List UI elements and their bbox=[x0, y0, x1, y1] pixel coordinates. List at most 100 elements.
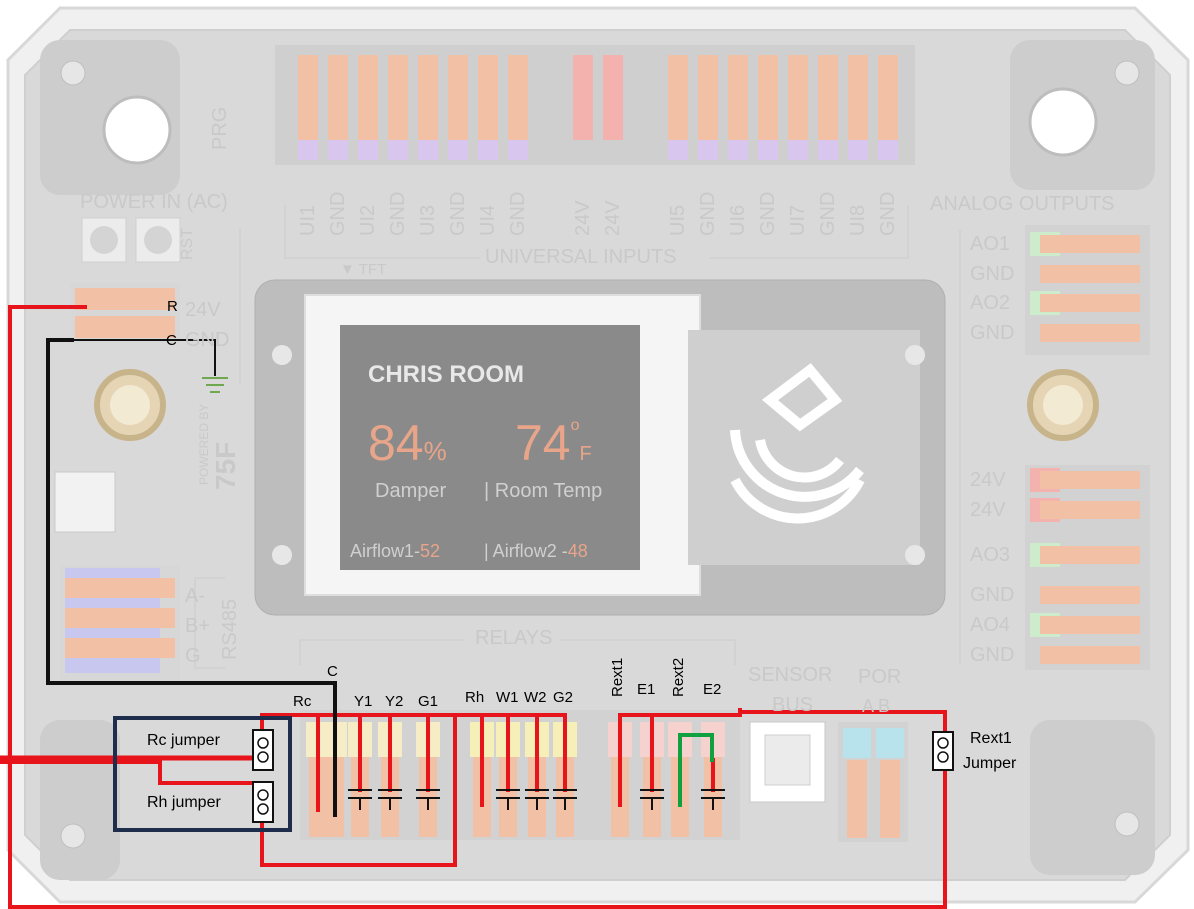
rext1-label: Rext1 bbox=[609, 657, 626, 697]
header-pin-label: GND bbox=[757, 191, 779, 236]
ao-pin bbox=[1040, 294, 1140, 312]
ao-pin bbox=[1040, 586, 1140, 604]
rc-jumper-header bbox=[252, 729, 274, 771]
sensor-bus-label-2: BUS bbox=[772, 694, 814, 716]
header-pin bbox=[758, 55, 778, 140]
ao-pin-label: AO4 bbox=[970, 614, 1011, 636]
damper-value: 84% bbox=[368, 415, 447, 471]
w2-label: W2 bbox=[524, 689, 547, 706]
ao-pin-label: AO2 bbox=[970, 292, 1011, 314]
w1-label: W1 bbox=[496, 689, 519, 706]
rh-label: Rh bbox=[465, 689, 485, 706]
por-ab-label: A B bbox=[862, 696, 891, 716]
header-pin bbox=[508, 55, 528, 140]
header-pin-label: UI7 bbox=[787, 204, 809, 236]
tft-label: ▼ TFT bbox=[340, 261, 387, 278]
ao-pin bbox=[1040, 324, 1140, 342]
power-pin-24v: 24V bbox=[185, 299, 221, 321]
ao-pin bbox=[1040, 265, 1140, 283]
ao-pin-label: AO1 bbox=[970, 233, 1011, 255]
sensor-bus-label-1: SENSOR bbox=[748, 664, 833, 686]
header-pin-label: 24V bbox=[572, 200, 594, 236]
room-temp-label: | Room Temp bbox=[484, 480, 603, 502]
analog-outputs-label: ANALOG OUTPUTS bbox=[930, 193, 1115, 215]
g2-label: G2 bbox=[553, 689, 574, 706]
rc-jumper-label: Rc jumper bbox=[147, 732, 220, 749]
header-pin-label: GND bbox=[817, 191, 839, 236]
rext2-label: Rext2 bbox=[670, 657, 687, 697]
header-pin bbox=[728, 55, 748, 140]
header-pin bbox=[668, 55, 688, 140]
rs485-label: RS485 bbox=[219, 598, 241, 660]
header-pin-label: GND bbox=[877, 191, 899, 236]
header-pin bbox=[478, 55, 498, 140]
header-pin bbox=[388, 55, 408, 140]
header-pin bbox=[698, 55, 718, 140]
power-pin-gnd: GND bbox=[185, 329, 230, 351]
airflow2-label: | Airflow2 -48 bbox=[484, 541, 588, 561]
header-pin-label: UI2 bbox=[357, 204, 379, 236]
ao-pin-label: GND bbox=[970, 644, 1015, 666]
ao-pin-label: 24V bbox=[970, 469, 1006, 491]
header-pin-label: UI5 bbox=[667, 204, 689, 236]
y1-label: Y1 bbox=[354, 693, 373, 710]
c-label: C bbox=[166, 332, 177, 349]
e2-label: E2 bbox=[703, 681, 722, 698]
header-pin bbox=[848, 55, 868, 140]
g1-label: G1 bbox=[418, 693, 439, 710]
ao-pin-label: GND bbox=[970, 322, 1015, 344]
header-pin-label: GND bbox=[697, 191, 719, 236]
header-pin-label: UI3 bbox=[417, 204, 439, 236]
header-pin bbox=[358, 55, 378, 140]
header-pin bbox=[328, 55, 348, 140]
prg-label: PRG bbox=[209, 106, 231, 150]
damper-label: Damper bbox=[375, 480, 447, 502]
rext1-jumper-label: Rext1 bbox=[970, 730, 1012, 747]
ao-pin-label: 24V bbox=[970, 499, 1006, 521]
ao-pin bbox=[1040, 546, 1140, 564]
rh-jumper-header bbox=[252, 781, 274, 823]
header-pin-label: GND bbox=[447, 191, 469, 236]
por-label: POR bbox=[858, 666, 902, 688]
c-relay-label: C bbox=[327, 663, 338, 680]
header-pin-label: UI6 bbox=[727, 204, 749, 236]
header-pin-label: GND bbox=[327, 191, 349, 236]
power-in-label: POWER IN (AC) bbox=[80, 191, 228, 213]
mount-hole bbox=[1028, 87, 1098, 157]
relays-label: RELAYS bbox=[475, 627, 553, 649]
header-pin bbox=[298, 55, 318, 140]
ao-pin bbox=[1040, 235, 1140, 253]
e1-label: E1 bbox=[637, 681, 656, 698]
screen-room-name: CHRIS ROOM bbox=[368, 361, 524, 388]
header-pin bbox=[418, 55, 438, 140]
jumper-box bbox=[113, 716, 292, 832]
rext1-jumper-label-2: Jumper bbox=[963, 755, 1017, 772]
brand-logo bbox=[730, 363, 865, 524]
ao-pin bbox=[1040, 616, 1140, 634]
ao-pin-label: AO3 bbox=[970, 544, 1011, 566]
ao-pin bbox=[1040, 501, 1140, 519]
header-pin-label: UI4 bbox=[477, 204, 499, 236]
rs485-pin-a: A- bbox=[185, 585, 205, 607]
header-pin bbox=[818, 55, 838, 140]
airflow1-label: Airflow1-52 bbox=[350, 541, 441, 561]
y2-label: Y2 bbox=[385, 693, 404, 710]
header-pin bbox=[788, 55, 808, 140]
rc-label: Rc bbox=[293, 693, 312, 710]
powered-by-label: POWERED BY bbox=[197, 403, 211, 485]
header-pin bbox=[448, 55, 468, 140]
ao-pin-label: GND bbox=[970, 584, 1015, 606]
rh-jumper-label: Rh jumper bbox=[147, 794, 221, 811]
rs485-pin-g: G bbox=[185, 645, 201, 667]
rs485-pin-b: B+ bbox=[185, 615, 211, 637]
r-label: R bbox=[167, 298, 178, 315]
ao-pin bbox=[1040, 471, 1140, 489]
ao-pin-label: GND bbox=[970, 263, 1015, 285]
header-pin-label: 24V bbox=[602, 200, 624, 236]
universal-inputs-label: UNIVERSAL INPUTS bbox=[485, 246, 677, 268]
header-pin-label: GND bbox=[387, 191, 409, 236]
room-temp-value: 74oF bbox=[515, 415, 592, 471]
header-pin bbox=[878, 55, 898, 140]
